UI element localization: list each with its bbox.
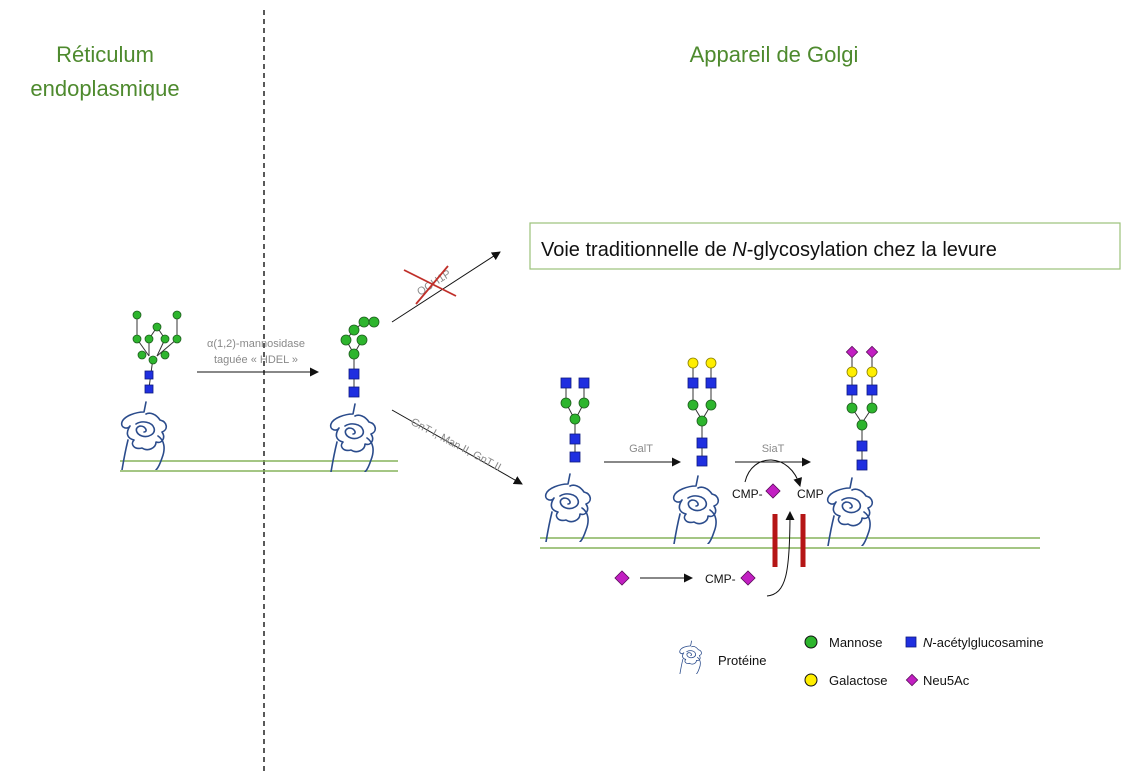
glycan-man8-mannose: [132, 310, 182, 365]
yeast-branch-arrow: [391, 251, 501, 323]
glycan-man5-glcnac: [348, 368, 360, 398]
legend-neu5ac-label: Neu5Ac: [923, 673, 970, 688]
cmp-neu5ac-label: CMP-: [732, 487, 763, 501]
cmp-neu5ac-cytosol-diamond: [740, 570, 756, 586]
transport-curve: [766, 511, 795, 597]
legend-galactose-icon: [804, 673, 818, 687]
glycan-5-glcnac: [846, 384, 878, 471]
neu5ac-cytosol-diamond: [614, 570, 630, 586]
legend-mannose-icon: [804, 635, 818, 649]
legend-protein-label: Protéine: [718, 653, 766, 668]
glycan-5-galactose: [846, 366, 878, 378]
er-membrane: [120, 460, 398, 472]
galt-label: GalT: [629, 443, 653, 455]
gnt-arrow: [391, 409, 523, 485]
protein-4: [672, 475, 720, 544]
glycan-man5-mannose: [340, 316, 380, 360]
glycan-3-glcnac: [560, 377, 590, 463]
cmp-neu5ac-diamond: [765, 483, 781, 499]
cmp-transfer-curve: [744, 459, 803, 487]
mannosidase-label-2: taguée « HDEL »: [214, 354, 298, 366]
legend-mannose-label: Mannose: [829, 635, 882, 650]
cmp-label: CMP: [797, 487, 824, 501]
gnt-label: GnT I, Man II, GnT II: [409, 416, 503, 474]
legend: Protéine Mannose N-acétylglucosamine Gal…: [679, 635, 1044, 688]
mannosidase-label-1: α(1,2)-mannosidase: [207, 338, 305, 350]
er-title-line2: endoplasmique: [30, 76, 179, 101]
glycan-4-mannose: [687, 399, 717, 427]
legend-glcnac-label: N-acétylglucosamine: [923, 635, 1044, 650]
golgi-title: Appareil de Golgi: [690, 42, 859, 67]
legend-protein-icon: [679, 640, 702, 674]
protein-3: [544, 473, 592, 542]
protein-1: [120, 401, 168, 470]
siat-label: SiaT: [762, 443, 785, 455]
glycan-3-mannose: [560, 397, 590, 425]
glycan-man8-glcnac: [144, 370, 154, 394]
legend-galactose-label: Galactose: [829, 673, 888, 688]
protein-2: [329, 403, 377, 472]
cmp-sialic-acid-transporter: [772, 514, 806, 567]
legend-neu5ac-icon: [905, 673, 919, 687]
och1p-block-cross: [403, 265, 457, 305]
glycan-4-galactose: [687, 357, 717, 369]
yeast-pathway-box: [529, 222, 1121, 270]
legend-glcnac-icon: [905, 636, 917, 648]
yeast-pathway-label: Voie traditionnelle de N-glycosylation c…: [541, 239, 997, 261]
glycan-5-neu5ac: [845, 345, 879, 359]
er-title-line1: Réticulum: [56, 42, 154, 67]
cmp-cytosol-label: CMP-: [705, 572, 736, 586]
glycan-4-glcnac: [687, 377, 717, 467]
glycan-5-mannose: [846, 402, 878, 431]
protein-5: [826, 477, 874, 546]
